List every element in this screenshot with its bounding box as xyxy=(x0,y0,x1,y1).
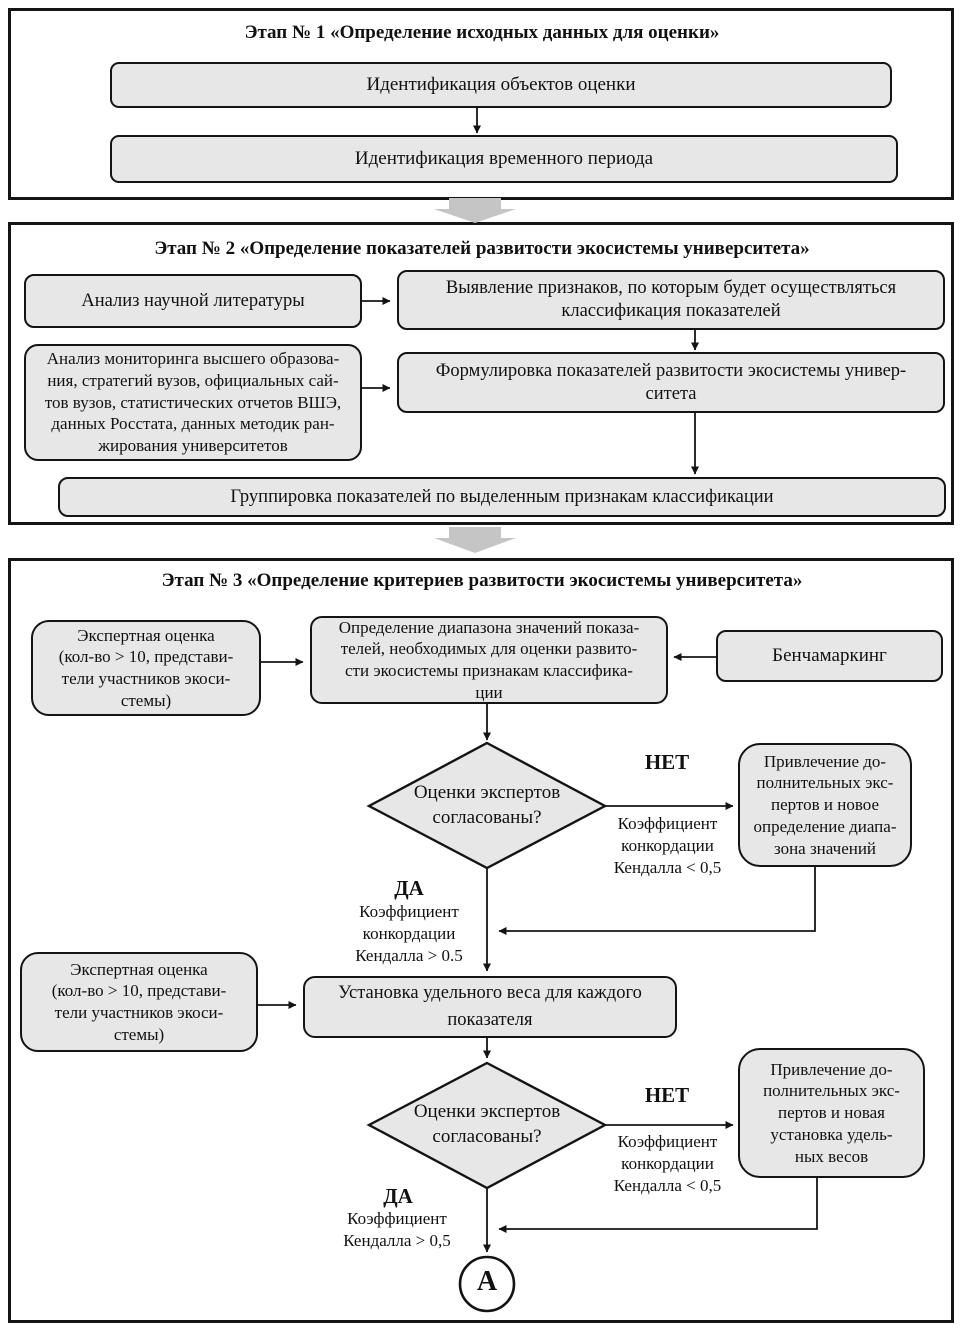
box-signs-identification: Выявление признаков, по которым будет ос… xyxy=(397,270,945,330)
label-yes-1: ДА xyxy=(394,876,424,900)
label-no-1-condition: Коэффициент конкордации Кендалла < 0,5 xyxy=(613,814,722,877)
feedback1-line xyxy=(498,867,816,935)
label-no-2: НЕТ xyxy=(644,1083,690,1107)
box-expert-evaluation-2: Экспертная оценка (кол-во > 10, представ… xyxy=(20,952,258,1052)
label-yes-1-condition: Коэффициент конкордации Кендалла > 0.5 xyxy=(355,902,463,965)
label-yes-2: ДА xyxy=(383,1184,413,1208)
box-benchmarking: Бенчамаркинг xyxy=(716,630,943,682)
connector-a-label: А xyxy=(476,1266,498,1297)
diamond2-question: Оценки экспертов согласованы? xyxy=(413,1101,561,1147)
stage1-to-stage2-chevron-icon xyxy=(434,198,516,223)
box-weight-setting: Установка удельного веса для каждого пок… xyxy=(303,976,677,1038)
label-no-1: НЕТ xyxy=(644,750,690,774)
box-literature-analysis: Анализ научной литературы xyxy=(24,274,362,328)
stage3-panel xyxy=(8,558,954,1323)
label-no-2-condition: Коэффициент конкордации Кендалла < 0,5 xyxy=(613,1132,722,1195)
diamond1-question: Оценки экспертов согласованы? xyxy=(413,782,561,828)
box-additional-experts-2: Привлечение до- полнительных экс- пертов… xyxy=(738,1048,925,1178)
stage2-panel xyxy=(8,222,954,525)
connector-a-circle xyxy=(458,1255,516,1313)
stage3-title: Этап № 3 «Определение критериев развитос… xyxy=(161,570,803,591)
box-additional-experts-1: Привлечение до- полнительных экс- пертов… xyxy=(738,743,912,867)
box-identify-period: Идентификация временного периода xyxy=(110,135,898,183)
box-identify-objects: Идентификация объектов оценки xyxy=(110,62,892,108)
stage1-title: Этап № 1 «Определение исходных данных дл… xyxy=(244,22,720,43)
stage2-title: Этап № 2 «Определение показателей развит… xyxy=(154,238,810,259)
box-indicator-grouping: Группировка показателей по выделенным пр… xyxy=(58,477,946,517)
box-value-range: Определение диапазона значений показа- т… xyxy=(310,616,668,704)
stage2-to-stage3-chevron-icon xyxy=(434,527,516,553)
box-indicator-formulation: Формулировка показателей развитости экос… xyxy=(397,352,945,413)
box-expert-evaluation-1: Экспертная оценка (кол-во > 10, представ… xyxy=(31,620,261,716)
box-monitoring-analysis: Анализ мониторинга высшего образова- ния… xyxy=(24,344,362,461)
label-yes-2-condition: Коэффициент Кендалла > 0,5 xyxy=(343,1209,451,1250)
feedback2-line xyxy=(498,1178,818,1233)
